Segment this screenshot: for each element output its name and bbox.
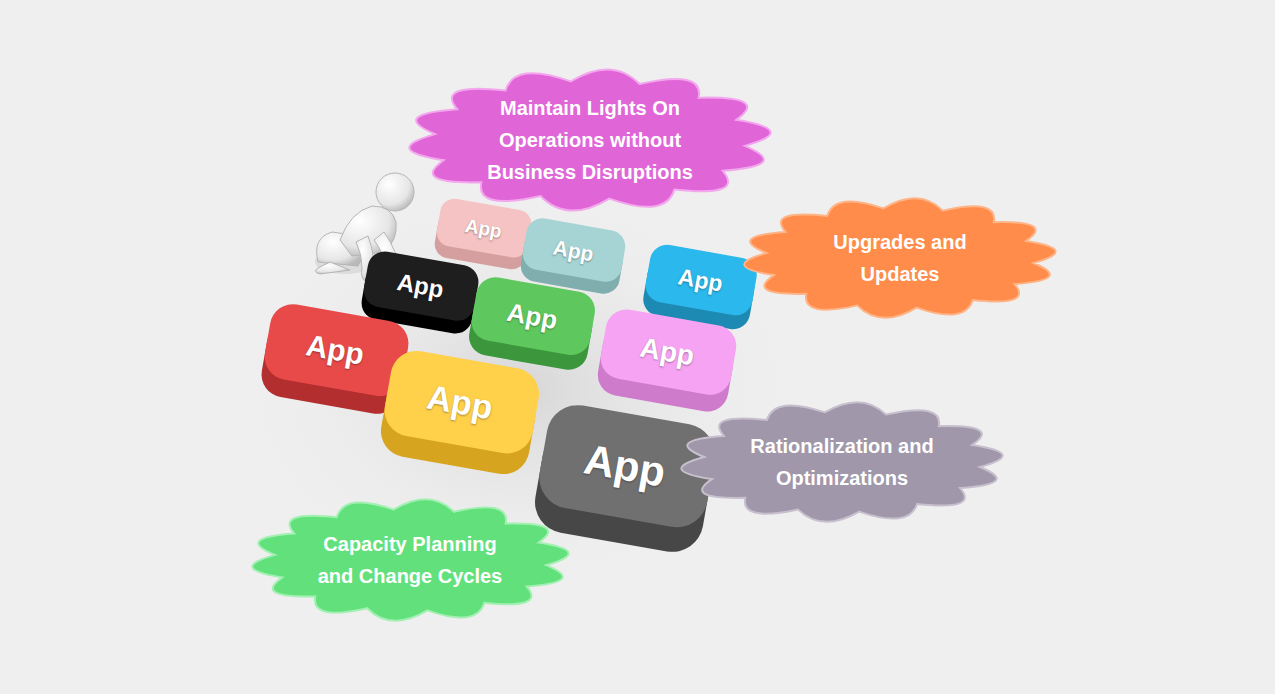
cloud-callout: Capacity Planning and Change Cycles [238,484,583,636]
app-key: App [601,317,733,404]
node-shape [730,183,1070,333]
cloud-callout: Maintain Lights On Operations without Bu… [395,54,785,226]
app-key: App [646,251,754,323]
cloud-callout: Rationalization and Optimizations [667,387,1017,537]
app-key: App [540,414,710,543]
app-key: App [385,359,535,466]
callout-text: Rationalization and Optimizations [725,430,960,494]
node-shape [238,484,583,636]
callout-text: Maintain Lights On Operations without Bu… [468,92,713,188]
app-key: App [437,204,529,264]
app-key: App [265,312,405,406]
cloud-callout: Upgrades and Updates [730,183,1070,333]
node-shape [667,387,1017,537]
app-key: App [472,284,592,363]
app-key: App [364,258,476,327]
callout-text: Capacity Planning and Change Cycles [313,528,508,592]
callout-text: Upgrades and Updates [808,226,993,290]
app-key: App [523,224,623,288]
